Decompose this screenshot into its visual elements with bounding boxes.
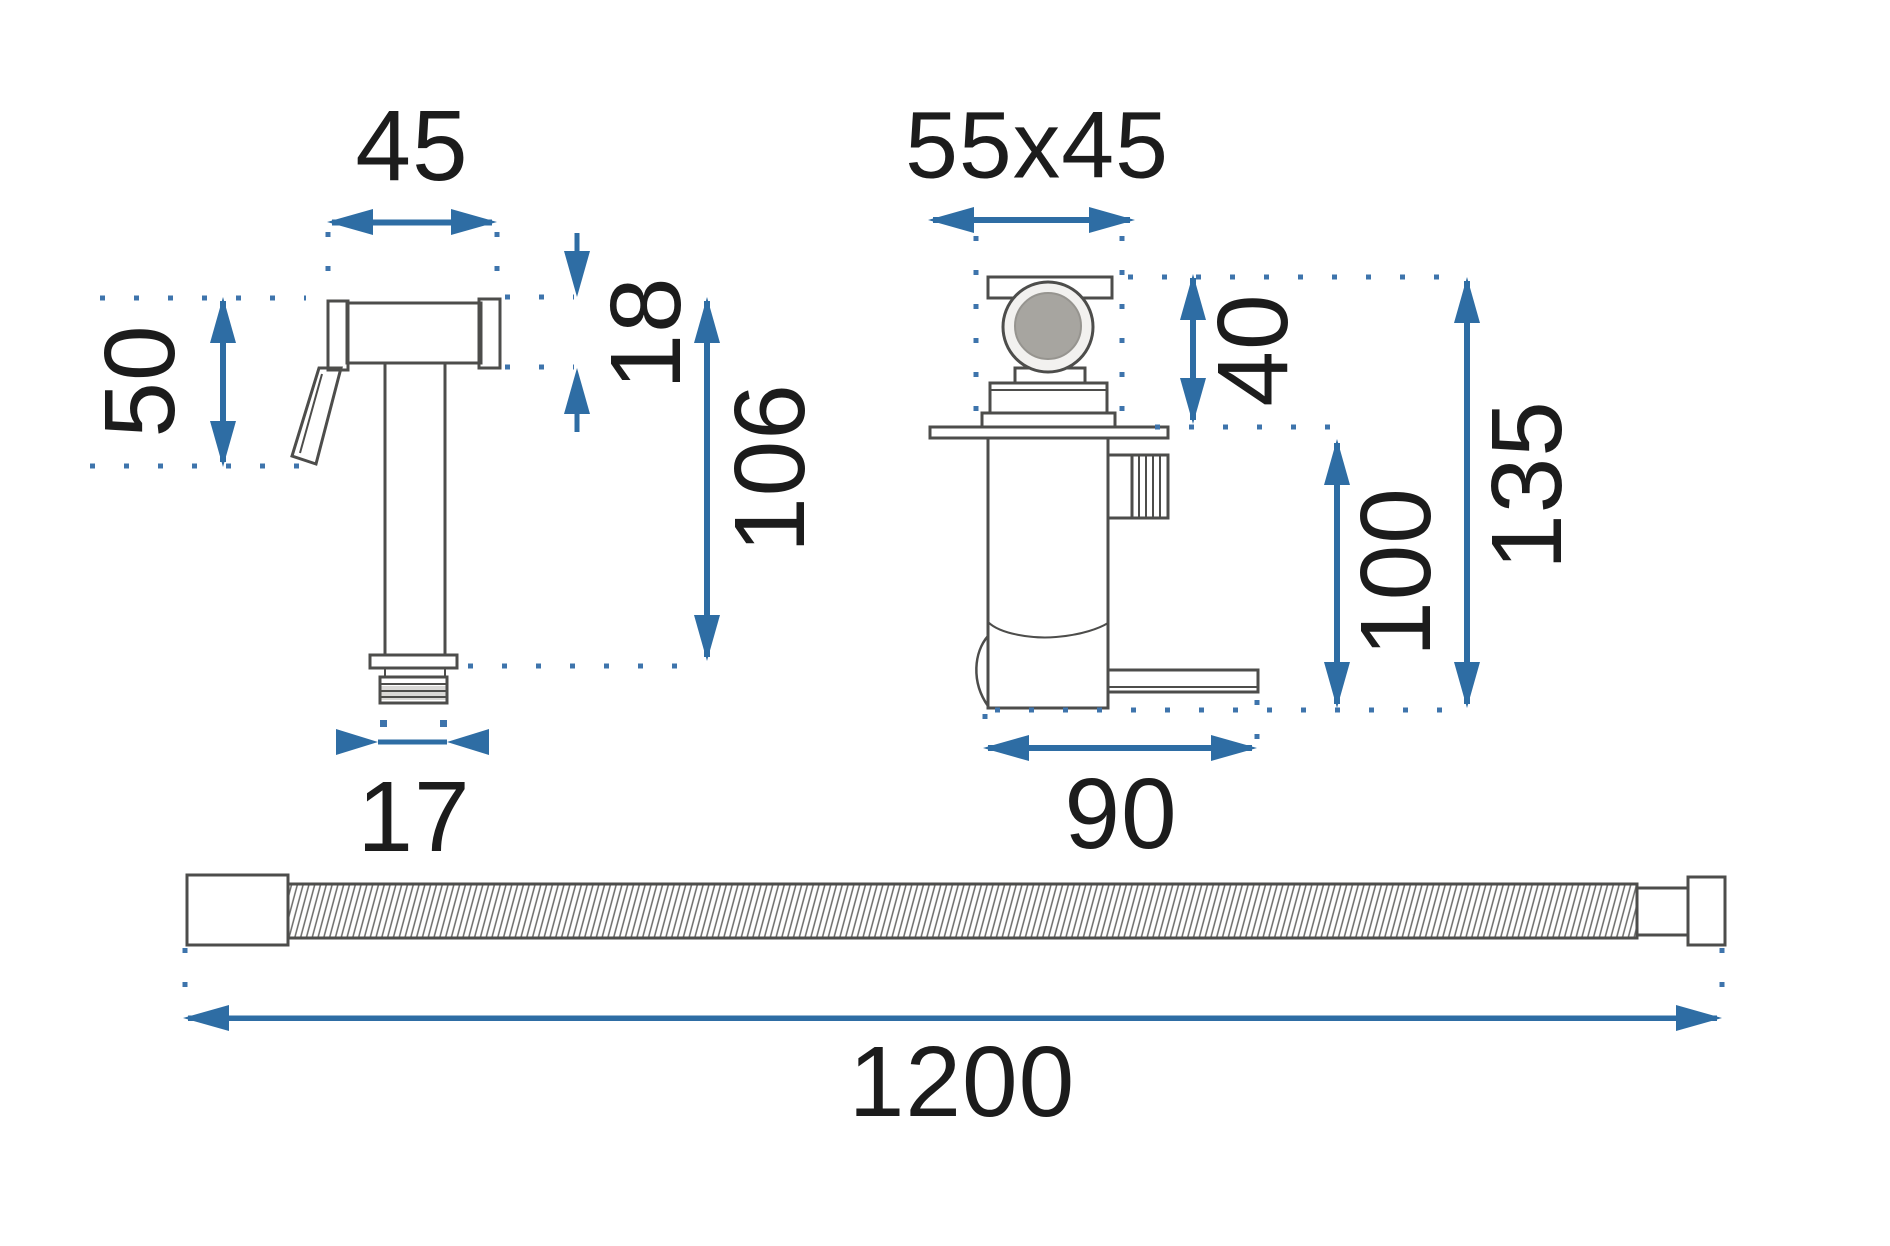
hose-right-fitting xyxy=(1686,875,1727,947)
dim-label-valve-total-height: 135 xyxy=(1471,400,1583,570)
dim-label-hose-length: 1200 xyxy=(848,1026,1076,1138)
dim-18-tail-bottom xyxy=(574,414,580,432)
valve-body-bulge xyxy=(975,635,990,707)
sprayer-figure xyxy=(290,297,502,705)
dim-label-sprayer-grip-height: 50 xyxy=(84,324,196,438)
valve-knob xyxy=(1014,292,1082,360)
sprayer-nozzle xyxy=(326,299,350,372)
dim-40-line xyxy=(1190,278,1196,420)
dim-18-head-top xyxy=(564,251,590,297)
dim-106-head-top xyxy=(694,297,720,343)
dim-45-head-right xyxy=(451,209,497,235)
dim-label-valve-top-height: 40 xyxy=(1197,293,1309,407)
valve-outlet-neck xyxy=(1106,453,1134,520)
extension-dots xyxy=(380,720,447,727)
dim-55x45-line xyxy=(933,217,1130,223)
dim-50-line xyxy=(220,301,226,462)
dim-17-head-right xyxy=(447,729,489,755)
dim-45-head-left xyxy=(327,209,373,235)
dim-50-head-top xyxy=(210,297,236,343)
sprayer-head xyxy=(345,301,483,365)
dim-17-line xyxy=(378,739,447,745)
sprayer-handle xyxy=(290,366,343,466)
dim-1200-head-left xyxy=(183,1005,229,1031)
valve-body-curve xyxy=(987,621,1109,639)
dim-50-head-bottom xyxy=(210,421,236,467)
ext-17-dot-left xyxy=(380,720,387,727)
dim-55x45-head-right xyxy=(1089,207,1135,233)
dim-45-line xyxy=(332,219,492,226)
hose-left-fitting xyxy=(185,873,290,947)
dim-55x45-head-left xyxy=(928,207,974,233)
valve-spout xyxy=(1106,668,1260,694)
dim-135-head-bottom xyxy=(1454,662,1480,708)
sprayer-handle-line xyxy=(299,373,323,454)
dim-135-line xyxy=(1464,281,1470,704)
dim-label-sprayer-width: 45 xyxy=(355,90,469,202)
dim-100-line xyxy=(1334,443,1340,704)
valve-body xyxy=(986,436,1110,710)
sprayer-connector-flange xyxy=(368,653,459,670)
dim-100-head-top xyxy=(1324,439,1350,485)
dim-label-valve-plate: 55x45 xyxy=(905,92,1169,199)
valve-flange xyxy=(928,425,1170,440)
dim-135-head-top xyxy=(1454,277,1480,323)
dim-90-head-right xyxy=(1211,735,1257,761)
valve-figure xyxy=(928,275,1260,710)
dim-label-valve-body-height: 100 xyxy=(1340,487,1452,657)
dim-40-head-top xyxy=(1180,274,1206,320)
dim-label-sprayer-head-height: 18 xyxy=(590,276,702,390)
dim-label-sprayer-length: 106 xyxy=(714,383,826,553)
valve-base-plate xyxy=(980,411,1117,429)
valve-outlet-threads xyxy=(1130,453,1170,520)
ext-17-dot-right xyxy=(440,720,447,727)
dim-90-head-left xyxy=(983,735,1029,761)
dimension-arrows xyxy=(183,207,1722,1031)
dim-40-head-bottom xyxy=(1180,378,1206,424)
hose-right-neck xyxy=(1635,886,1690,937)
dim-label-sprayer-connector: 17 xyxy=(357,761,471,873)
dim-18-tail-top xyxy=(574,233,580,251)
sprayer-head-cap xyxy=(477,297,502,370)
dim-90-line xyxy=(988,745,1252,751)
valve-escutcheon xyxy=(988,381,1109,415)
extension-lines xyxy=(90,232,1725,1013)
hose-figure xyxy=(185,873,1727,947)
dim-106-head-bottom xyxy=(694,615,720,661)
dim-label-valve-depth: 90 xyxy=(1064,758,1178,870)
dim-17-head-left xyxy=(336,729,378,755)
dim-1200-line xyxy=(188,1015,1717,1021)
dim-106-line xyxy=(704,301,710,657)
dim-18-head-bottom xyxy=(564,368,590,414)
dim-100-head-bottom xyxy=(1324,662,1350,708)
hose-braided-body xyxy=(286,882,1639,940)
dim-1200-head-right xyxy=(1676,1005,1722,1031)
